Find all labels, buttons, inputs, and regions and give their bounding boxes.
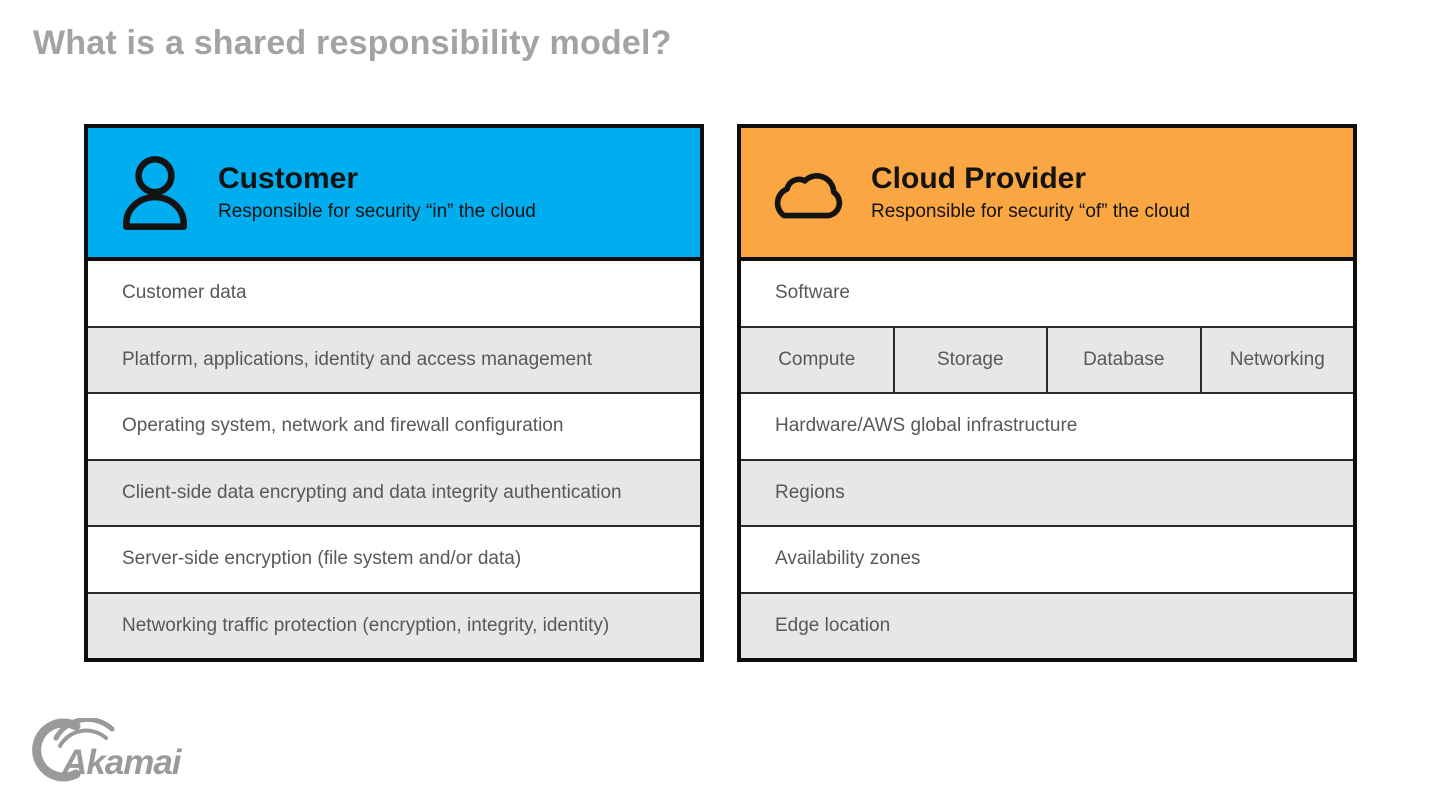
table-row: Server-side encryption (file system and/… [88, 525, 700, 592]
cloud-provider-rows: Software Compute Storage Database Networ… [741, 261, 1353, 658]
cloud-provider-table: Cloud Provider Responsible for security … [737, 124, 1357, 662]
page-title: What is a shared responsibility model? [33, 24, 672, 62]
customer-rows: Customer data Platform, applications, id… [88, 261, 700, 658]
customer-header-text: Customer Responsible for security “in” t… [218, 162, 536, 223]
table-row: Software [741, 261, 1353, 326]
person-icon [110, 151, 200, 235]
service-cell: Storage [892, 327, 1047, 392]
services-row: Compute Storage Database Networking [741, 325, 1354, 392]
customer-table: Customer Responsible for security “in” t… [84, 124, 704, 662]
table-row: Operating system, network and firewall c… [88, 392, 700, 459]
customer-subtitle: Responsible for security “in” the cloud [218, 201, 536, 222]
cloud-provider-subtitle: Responsible for security “of” the cloud [871, 201, 1190, 222]
table-row: Client-side data encrypting and data int… [88, 458, 700, 525]
table-row: Customer data [88, 261, 700, 326]
cloud-icon [763, 158, 853, 228]
service-cell: Compute [778, 348, 856, 370]
service-cell: Database [1046, 327, 1200, 392]
table-row: Availability zones [741, 525, 1353, 592]
customer-header: Customer Responsible for security “in” t… [88, 128, 700, 261]
table-row: Regions [741, 458, 1353, 525]
table-row: Platform, applications, identity and acc… [88, 325, 700, 392]
cloud-provider-header: Cloud Provider Responsible for security … [741, 128, 1353, 261]
service-cell: Networking [1199, 327, 1354, 392]
table-row: Networking traffic protection (encryptio… [88, 591, 700, 658]
akamai-logo: Akamai [28, 716, 188, 784]
cloud-provider-title: Cloud Provider [871, 162, 1087, 195]
table-row: Hardware/AWS global infrastructure [741, 392, 1353, 459]
cloud-provider-header-text: Cloud Provider Responsible for security … [871, 162, 1190, 223]
akamai-wordmark: Akamai [61, 743, 183, 782]
customer-title: Customer [218, 162, 359, 195]
table-row: Edge location [741, 591, 1353, 658]
akamai-swoosh-icon [32, 716, 115, 782]
